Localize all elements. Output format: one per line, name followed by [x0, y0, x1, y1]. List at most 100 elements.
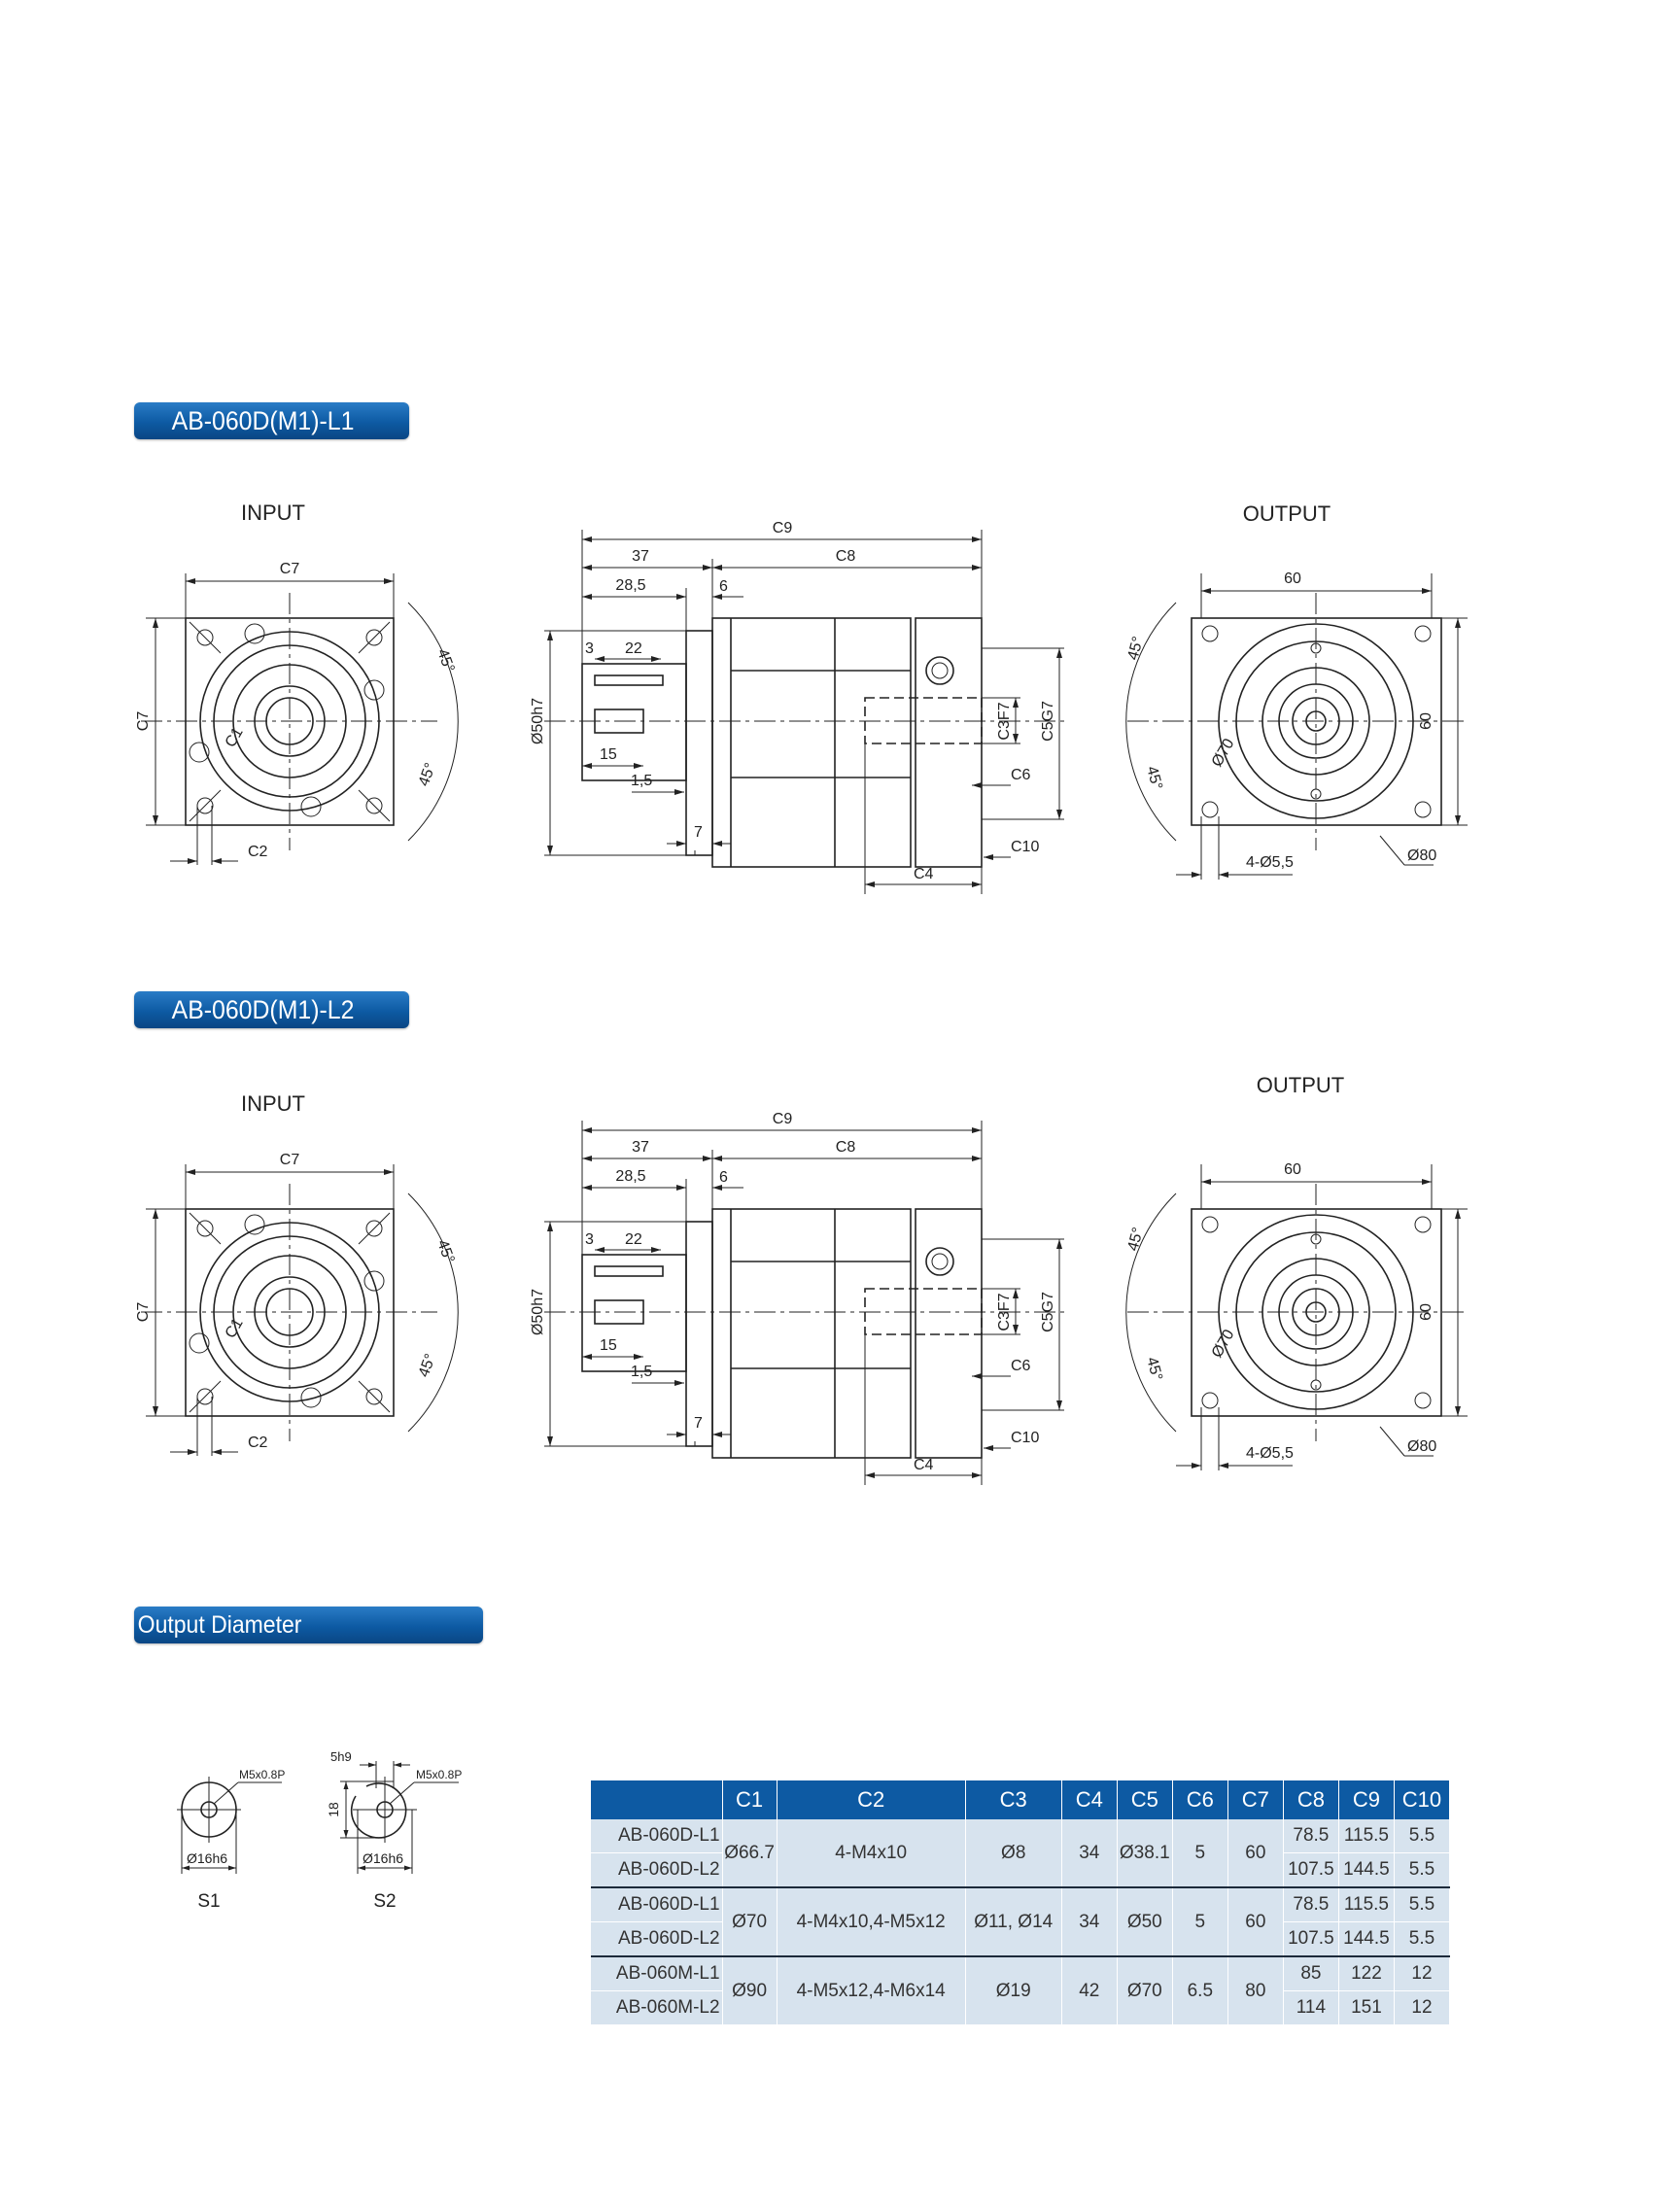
input-view: INPUT C7 C7 C2 C1 45° 45°	[135, 1091, 459, 1456]
table-cell: 5.5	[1394, 1886, 1451, 1922]
table-cell: Ø70	[1117, 1955, 1173, 2024]
dim-60-top: 60	[1284, 1161, 1301, 1178]
dim-6: 6	[719, 1169, 728, 1186]
table-cell: 5.5	[1394, 1819, 1451, 1853]
shaft-s1: M5x0.8P Ø16h6 S1	[177, 1768, 285, 1912]
dim-c10: C10	[1011, 839, 1039, 855]
table-cell: 122	[1338, 1955, 1395, 1991]
dim-45-bottom: 45°	[1143, 1356, 1165, 1383]
dim-60-right: 60	[1418, 1303, 1434, 1321]
dim-6: 6	[719, 578, 728, 595]
s1-thread: M5x0.8P	[239, 1768, 285, 1781]
dim-15: 15	[600, 1337, 617, 1354]
dim-c4: C4	[914, 1457, 934, 1473]
column-header: C6	[1172, 1780, 1228, 1819]
dim-c9: C9	[773, 1111, 793, 1127]
table-cell: Ø90	[722, 1955, 778, 2024]
dim-c6: C6	[1011, 767, 1031, 783]
dim-c5g7: C5G7	[1040, 1292, 1056, 1332]
table-cell: Ø70	[722, 1886, 778, 1956]
table-cell: 4-M4x10,4-M5x12	[777, 1886, 966, 1956]
output-view: OUTPUT 60 60 45° 45° Ø70 4-Ø5,5 Ø80	[1124, 501, 1468, 880]
model-banner-l1: AB-060D(M1)-L1	[134, 402, 409, 439]
dim-45-top: 45°	[1124, 1226, 1147, 1253]
s1-diameter: Ø16h6	[187, 1850, 227, 1866]
column-header: C9	[1338, 1780, 1395, 1819]
table-cell: 4-M5x12,4-M6x14	[777, 1955, 966, 2024]
output-view: OUTPUT 60 60 45° 45° Ø70 4-Ø5,5 Ø80	[1124, 1073, 1468, 1470]
table-cell: AB-060D-L1	[591, 1886, 723, 1922]
table-cell: Ø11, Ø14	[965, 1886, 1062, 1956]
dim-c1: C1	[223, 725, 247, 750]
dim-phi70: Ø70	[1209, 736, 1238, 770]
table-cell: 5	[1172, 1819, 1228, 1887]
table-cell: 107.5	[1283, 1921, 1339, 1956]
dim-c8: C8	[836, 548, 856, 565]
column-header	[591, 1780, 723, 1819]
input-label: INPUT	[241, 1091, 305, 1116]
table-cell: AB-060M-L2	[591, 1990, 723, 2024]
drawing-section-l1: INPUT C7 C7 C2 C1 45° 45° C9 37 C8 28,5	[0, 476, 1659, 933]
column-header: C2	[777, 1780, 966, 1819]
dim-37: 37	[632, 548, 649, 565]
side-view: C9 37 C8 28,5 6 Ø50h7 C3F7 C5G7 3 22 15 …	[530, 520, 1069, 894]
dim-45-bottom: 45°	[416, 761, 439, 789]
table-cell: 78.5	[1283, 1886, 1339, 1922]
table-cell: 80	[1227, 1955, 1284, 2024]
table-cell: 60	[1227, 1886, 1284, 1956]
dim-c5g7: C5G7	[1040, 701, 1056, 742]
dim-c8: C8	[836, 1139, 856, 1156]
model-title: AB-060D(M1)-L1	[171, 406, 355, 435]
dim-phi70: Ø70	[1209, 1327, 1238, 1361]
dim-45-top: 45°	[433, 1238, 457, 1266]
table-cell: 5	[1172, 1886, 1228, 1956]
table-cell: 144.5	[1338, 1852, 1395, 1887]
table-cell: Ø38.1	[1117, 1819, 1173, 1887]
dim-c2: C2	[248, 1434, 268, 1451]
dim-c10: C10	[1011, 1430, 1039, 1446]
dim-60-right: 60	[1418, 712, 1434, 730]
input-view: INPUT C7 C7 C2 C1 45° 45°	[135, 501, 459, 865]
table-cell: 85	[1283, 1955, 1339, 1991]
table-cell: Ø8	[965, 1819, 1062, 1887]
dim-c7-left: C7	[135, 1302, 152, 1323]
dim-c7-left: C7	[135, 711, 152, 732]
table-cell: Ø66.7	[722, 1819, 778, 1887]
table-cell: 34	[1061, 1819, 1118, 1887]
side-view: C9 37 C8 28,5 6 Ø50h7 C3F7 C5G7 3 22 15 …	[530, 1111, 1069, 1485]
dim-60-top: 60	[1284, 570, 1301, 587]
dim-holes: 4-Ø5,5	[1246, 1445, 1294, 1462]
dim-7: 7	[694, 824, 703, 841]
column-header: C10	[1394, 1780, 1451, 1819]
dim-45-top: 45°	[1124, 635, 1147, 662]
s2-thread: M5x0.8P	[416, 1768, 462, 1781]
s1-label: S1	[197, 1891, 220, 1912]
dim-c4: C4	[914, 866, 934, 882]
dim-phi80: Ø80	[1407, 847, 1436, 864]
dim-c6: C6	[1011, 1358, 1031, 1374]
dim-1-5: 1,5	[631, 1364, 652, 1380]
dim-3: 3	[585, 1231, 594, 1248]
s2-label: S2	[373, 1891, 396, 1912]
column-header: C1	[722, 1780, 778, 1819]
s2-diameter: Ø16h6	[363, 1850, 403, 1866]
table-cell: 5.5	[1394, 1921, 1451, 1956]
table-cell: 5.5	[1394, 1852, 1451, 1887]
output-label: OUTPUT	[1243, 501, 1331, 526]
dim-22: 22	[625, 1231, 642, 1248]
input-label: INPUT	[241, 501, 305, 525]
s2-key-width: 5h9	[330, 1749, 352, 1764]
table-cell: Ø19	[965, 1955, 1062, 2024]
table-cell: 6.5	[1172, 1955, 1228, 2024]
table-cell: 60	[1227, 1819, 1284, 1887]
dim-c3f7: C3F7	[996, 702, 1013, 740]
table-cell: 78.5	[1283, 1819, 1339, 1853]
dim-phi50h7: Ø50h7	[530, 1289, 546, 1335]
dim-45-bottom: 45°	[416, 1352, 439, 1380]
table-cell: 12	[1394, 1990, 1451, 2024]
drawing-section-l2: INPUT C7 C7 C2 C1 45° 45° C9 37 C8 28,5	[0, 1067, 1659, 1524]
